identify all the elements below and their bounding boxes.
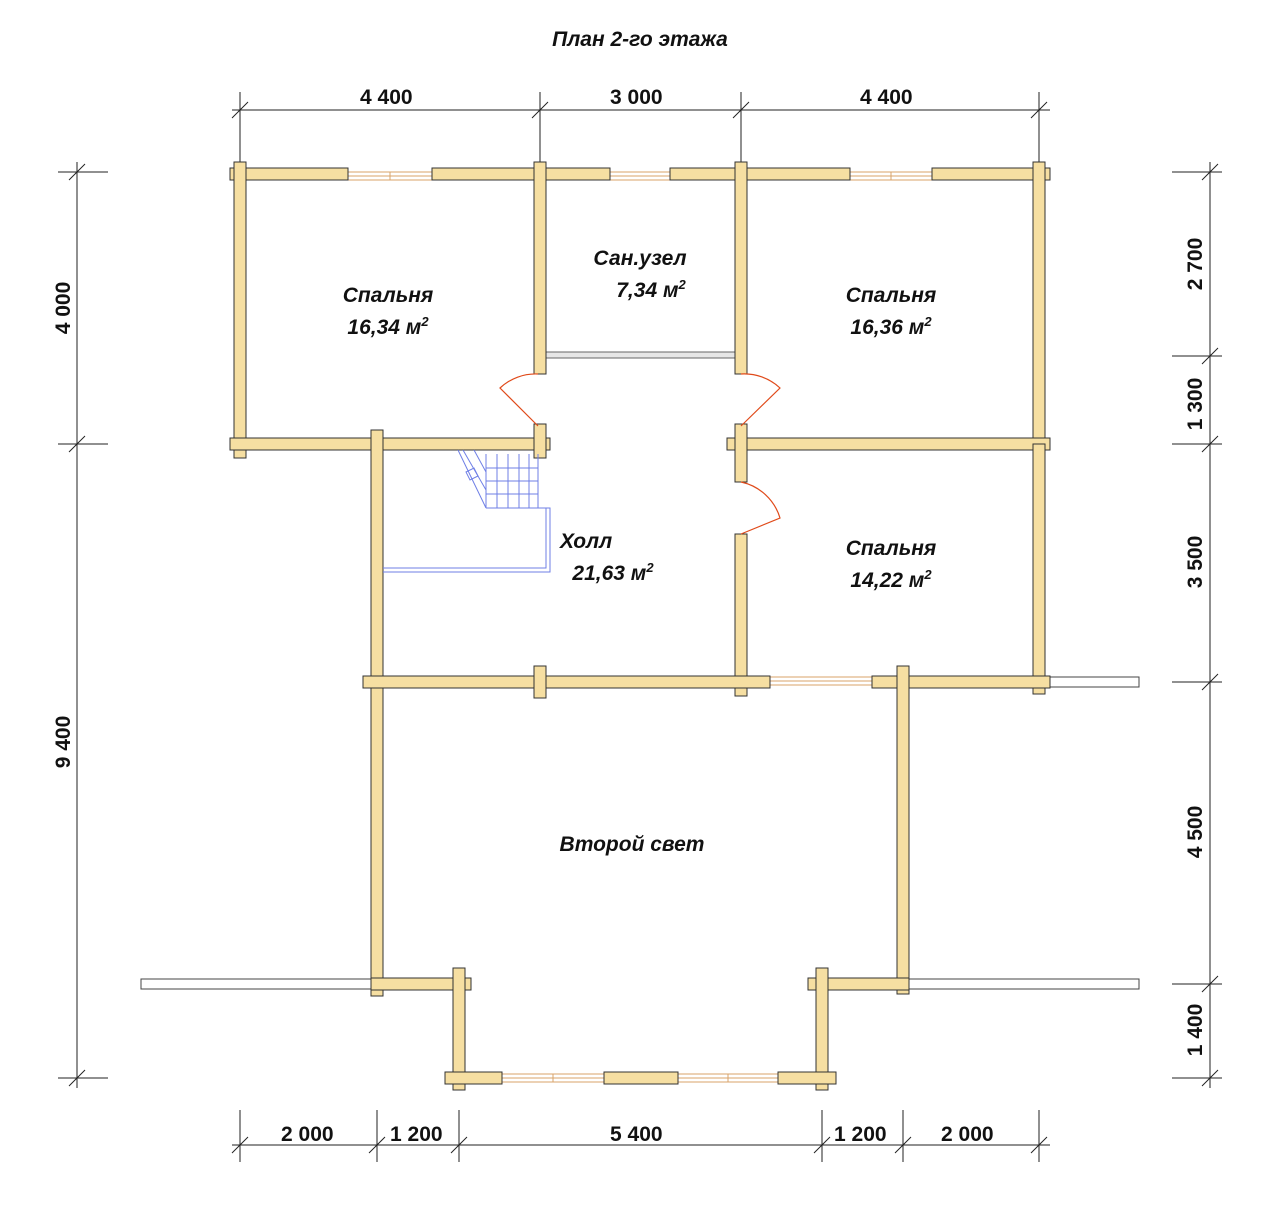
dim-left-1: 4 000	[52, 281, 75, 335]
dim-right-3: 3 500	[1184, 535, 1207, 589]
dim-bottom-4: 1 200	[834, 1123, 887, 1146]
room-name: Сан.узел	[593, 247, 687, 270]
dim-bottom-1: 2 000	[281, 1123, 334, 1146]
room-name: Спальня	[342, 284, 434, 307]
doors	[499, 373, 781, 535]
room-name: Спальня	[845, 537, 937, 560]
room-hall: Холл 21,63 м2	[548, 526, 678, 590]
room-area: 14,22 м2	[850, 567, 932, 592]
dim-bottom-3: 5 400	[610, 1123, 663, 1146]
stairs	[383, 449, 551, 573]
room-area: 16,36 м2	[850, 314, 932, 339]
room-bedroom-nw: Спальня 16,34 м2	[323, 280, 453, 344]
dimension-lines	[58, 92, 1222, 1162]
dim-right-1: 2 700	[1184, 237, 1207, 291]
room-name: Холл	[560, 530, 613, 553]
room-name: Спальня	[845, 284, 937, 307]
plan-title: План 2-го этажа	[552, 28, 728, 51]
dim-left-2: 9 400	[52, 715, 75, 769]
bathroom-partition	[544, 351, 736, 359]
room-bathroom: Сан.узел 7,34 м2	[575, 243, 705, 307]
dim-right-5: 1 400	[1184, 1003, 1207, 1057]
dim-top-3: 4 400	[860, 86, 913, 109]
dim-right-4: 4 500	[1184, 805, 1207, 859]
dim-top-1: 4 400	[360, 86, 413, 109]
dim-bottom-5: 2 000	[941, 1123, 994, 1146]
room-bedroom-ne: Спальня 16,36 м2	[826, 280, 956, 344]
dim-bottom-2: 1 200	[390, 1123, 443, 1146]
room-area: 16,34 м2	[347, 314, 429, 339]
room-name: Второй свет	[559, 833, 705, 856]
room-area: 7,34 м2	[616, 277, 686, 302]
room-bedroom-e: Спальня 14,22 м2	[826, 533, 956, 597]
room-second-light: Второй свет	[532, 829, 732, 861]
dim-top-2: 3 000	[610, 86, 663, 109]
room-area: 21,63 м2	[572, 560, 654, 585]
dim-right-2: 1 300	[1184, 377, 1207, 431]
log-walls	[229, 161, 1051, 1091]
